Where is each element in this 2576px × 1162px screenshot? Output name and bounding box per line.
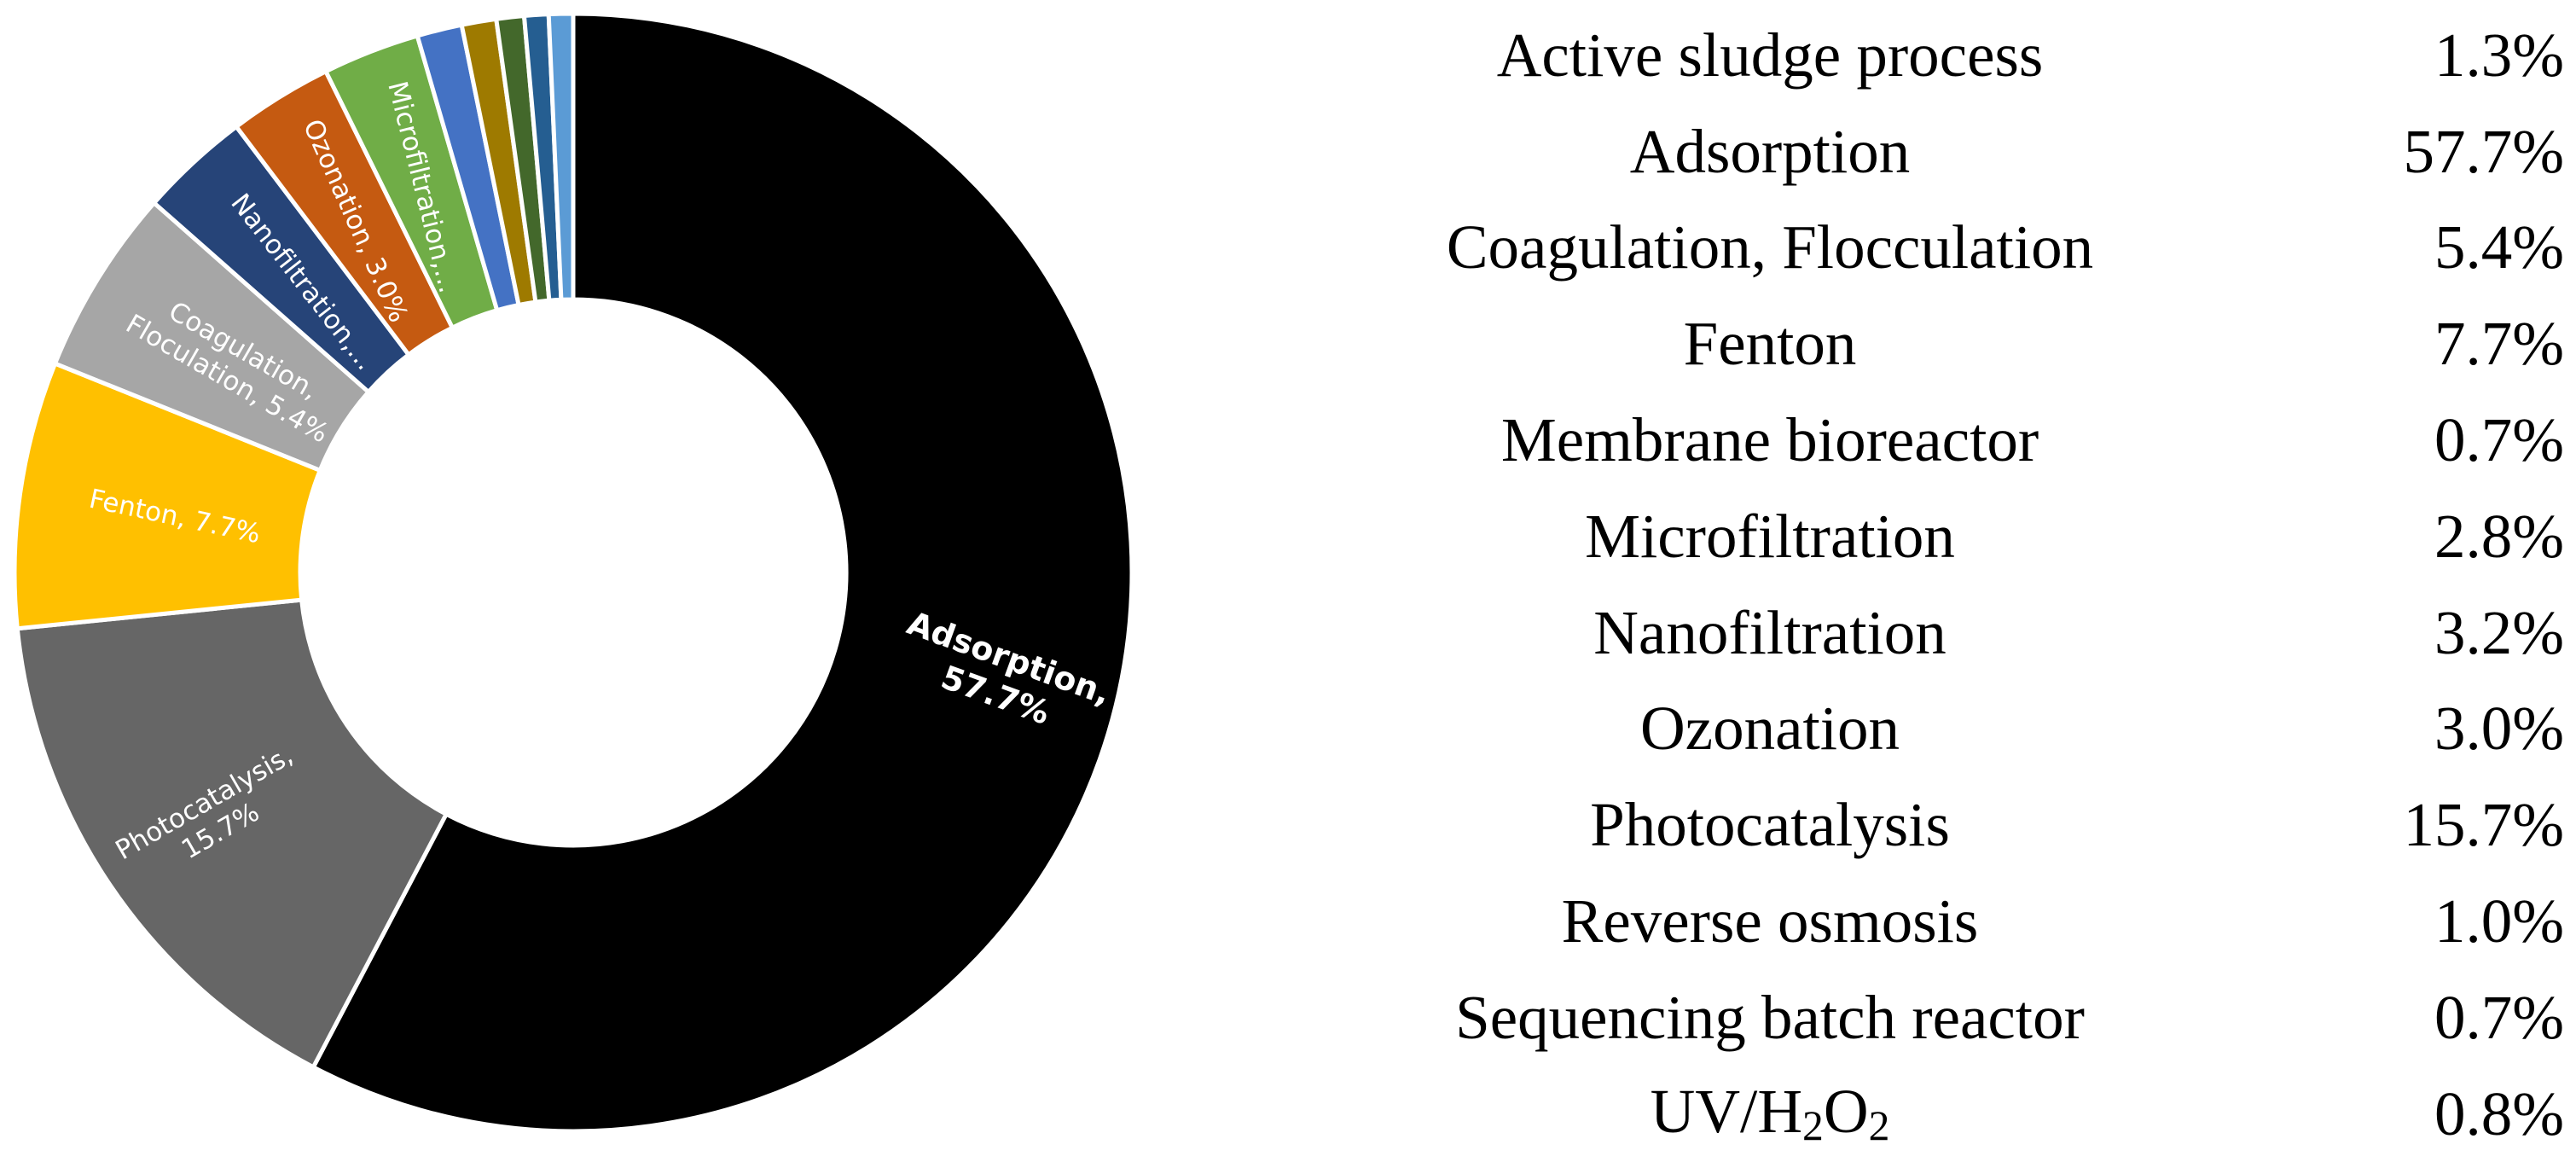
- method-cell: Photocatalysis: [1590, 790, 1950, 860]
- share-cell: 15.7%: [2403, 790, 2564, 860]
- table-row: UV/H2O2 0.8%: [1279, 1066, 2569, 1162]
- share-cell: 3.2%: [2434, 597, 2564, 667]
- method-text: O: [1823, 1076, 1869, 1146]
- share-cell: 0.7%: [2434, 405, 2564, 475]
- table-row: Active sludge process 1.3%: [1279, 7, 2569, 103]
- table-row: Fenton 7.7%: [1279, 295, 2569, 392]
- method-cell: Active sludge process: [1496, 20, 2044, 90]
- table-row: Photocatalysis 15.7%: [1279, 776, 2569, 873]
- table-row: Nanofiltration 3.2%: [1279, 584, 2569, 681]
- donut-chart: Adsorption,57.7%Photocatalysis,15.7%Fent…: [12, 11, 1134, 1134]
- subscript-text: 2: [1802, 1101, 1824, 1149]
- share-cell: 0.8%: [2434, 1078, 2564, 1148]
- table-row: Reverse osmosis 1.0%: [1279, 873, 2569, 969]
- share-cell: 7.7%: [2434, 309, 2564, 379]
- method-cell: Adsorption: [1629, 116, 1911, 186]
- method-cell: Nanofiltration: [1593, 597, 1947, 667]
- method-text: UV/H: [1650, 1076, 1803, 1146]
- share-cell: 3.0%: [2434, 694, 2564, 764]
- method-cell: Microfiltration: [1585, 501, 1955, 571]
- share-cell: 57.7%: [2403, 116, 2564, 186]
- share-cell: 1.0%: [2434, 886, 2564, 956]
- method-cell: Sequencing batch reactor: [1455, 982, 2085, 1052]
- method-cell: Membrane bioreactor: [1500, 405, 2039, 475]
- table-row: Adsorption 57.7%: [1279, 103, 2569, 200]
- subscript-text: 2: [1868, 1101, 1890, 1149]
- table-row: Sequencing batch reactor 0.7%: [1279, 969, 2569, 1066]
- donut-slice: [546, 11, 576, 302]
- donut-slice: [15, 597, 450, 1071]
- share-cell: 0.7%: [2434, 982, 2564, 1052]
- donut-slice: [310, 11, 1134, 1134]
- table-row: Coagulation, Flocculation 5.4%: [1279, 200, 2569, 296]
- share-cell: 1.3%: [2434, 20, 2564, 90]
- method-cell: Ozonation: [1639, 694, 1900, 764]
- table-row: Microfiltration 2.8%: [1279, 488, 2569, 584]
- share-cell: 5.4%: [2434, 212, 2564, 282]
- method-cell: Fenton: [1683, 309, 1857, 379]
- table-row: Ozonation 3.0%: [1279, 681, 2569, 777]
- table-row: Membrane bioreactor 0.7%: [1279, 392, 2569, 488]
- method-cell: Reverse osmosis: [1561, 886, 1979, 956]
- treatment-share-table: Active sludge process 1.3% Adsorption 57…: [1279, 7, 2569, 1162]
- method-cell: UV/H2O2: [1279, 1066, 2260, 1162]
- method-cell: Coagulation, Flocculation: [1446, 212, 2094, 282]
- share-cell: 2.8%: [2434, 501, 2564, 571]
